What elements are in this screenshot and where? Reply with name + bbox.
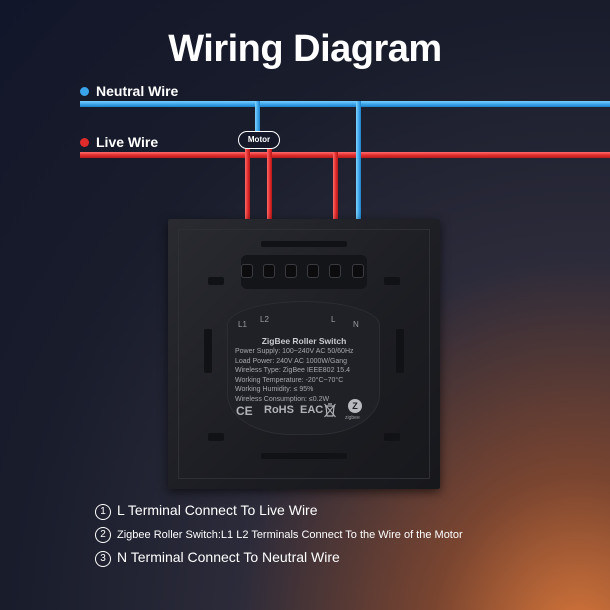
note-text: L Terminal Connect To Live Wire <box>117 502 318 518</box>
eac-mark: EAC <box>300 404 324 416</box>
spec-wireless-consumption: Wireless Consumption: ≤0.2W <box>235 396 330 403</box>
note-number: 2 <box>95 527 111 543</box>
note-3: 3 N Terminal Connect To Neutral Wire <box>95 549 340 567</box>
neutral-wire-label: Neutral Wire <box>80 83 178 99</box>
note-text: N Terminal Connect To Neutral Wire <box>117 549 340 565</box>
mount-slot <box>208 277 224 285</box>
mount-slot <box>261 241 347 247</box>
terminal-screw-l2 <box>263 264 275 278</box>
terminal-label-n: N <box>353 320 359 329</box>
terminal-block <box>241 255 367 289</box>
spec-working-temperature: Working Temperature: -20°C~70°C <box>235 376 344 384</box>
neutral-wire-text: Neutral Wire <box>96 83 179 99</box>
spec-working-humidity: Working Humidity: ≤ 95% <box>235 386 314 394</box>
live-wire-label: Live Wire <box>80 134 158 150</box>
mount-slot <box>261 453 347 459</box>
mount-slot <box>208 433 224 441</box>
note-text: Zigbee Roller Switch:L1 L2 Terminals Con… <box>117 529 463 541</box>
neutral-dot-icon <box>80 86 89 96</box>
live-wire-text: Live Wire <box>96 134 159 150</box>
page-title: Wiring Diagram <box>168 28 442 70</box>
zigbee-word: zigbee <box>345 415 360 421</box>
terminal-screw <box>307 264 319 278</box>
mount-slot <box>204 329 212 373</box>
weee-bin-icon <box>324 403 336 418</box>
note-number: 3 <box>95 551 111 567</box>
note-number: 1 <box>95 504 111 520</box>
note-2: 2 Zigbee Roller Switch:L1 L2 Terminals Co… <box>95 527 463 543</box>
terminal-screw-n <box>352 264 364 278</box>
roller-switch-device: L1 L2 L N ZigBee Roller Switch Power Sup… <box>168 219 440 489</box>
motor-neutral-drop <box>255 101 260 132</box>
spec-load-power: Load Power: 240V AC 1000W/Gang <box>235 357 348 365</box>
terminal-screw <box>285 264 297 278</box>
rohs-mark: RoHS <box>264 404 294 416</box>
terminal-label-l2: L2 <box>260 315 269 324</box>
mount-slot <box>396 329 404 373</box>
ce-mark: CE <box>236 404 253 418</box>
mount-slot <box>384 433 400 441</box>
device-name: ZigBee Roller Switch <box>261 336 347 346</box>
terminal-label-l: L <box>331 315 336 324</box>
motor-label: Motor <box>238 131 280 149</box>
spec-power-supply: Power Supply: 100~240V AC 50/60Hz <box>235 348 354 355</box>
mount-slot <box>384 277 400 285</box>
terminal-screw-l <box>329 264 341 278</box>
live-dot-icon <box>80 137 89 147</box>
neutral-wire-n <box>356 101 361 300</box>
live-wire <box>80 152 610 158</box>
terminal-label-l1: L1 <box>238 320 247 329</box>
mounting-plate <box>178 229 430 479</box>
note-1: 1 L Terminal Connect To Live Wire <box>95 502 318 520</box>
spec-wireless-type: Wireless Type: ZigBee IEEE802 15.4 <box>235 367 351 375</box>
terminal-screw-l1 <box>241 264 253 278</box>
neutral-wire <box>80 101 610 107</box>
zigbee-logo-icon: Z <box>348 399 362 413</box>
